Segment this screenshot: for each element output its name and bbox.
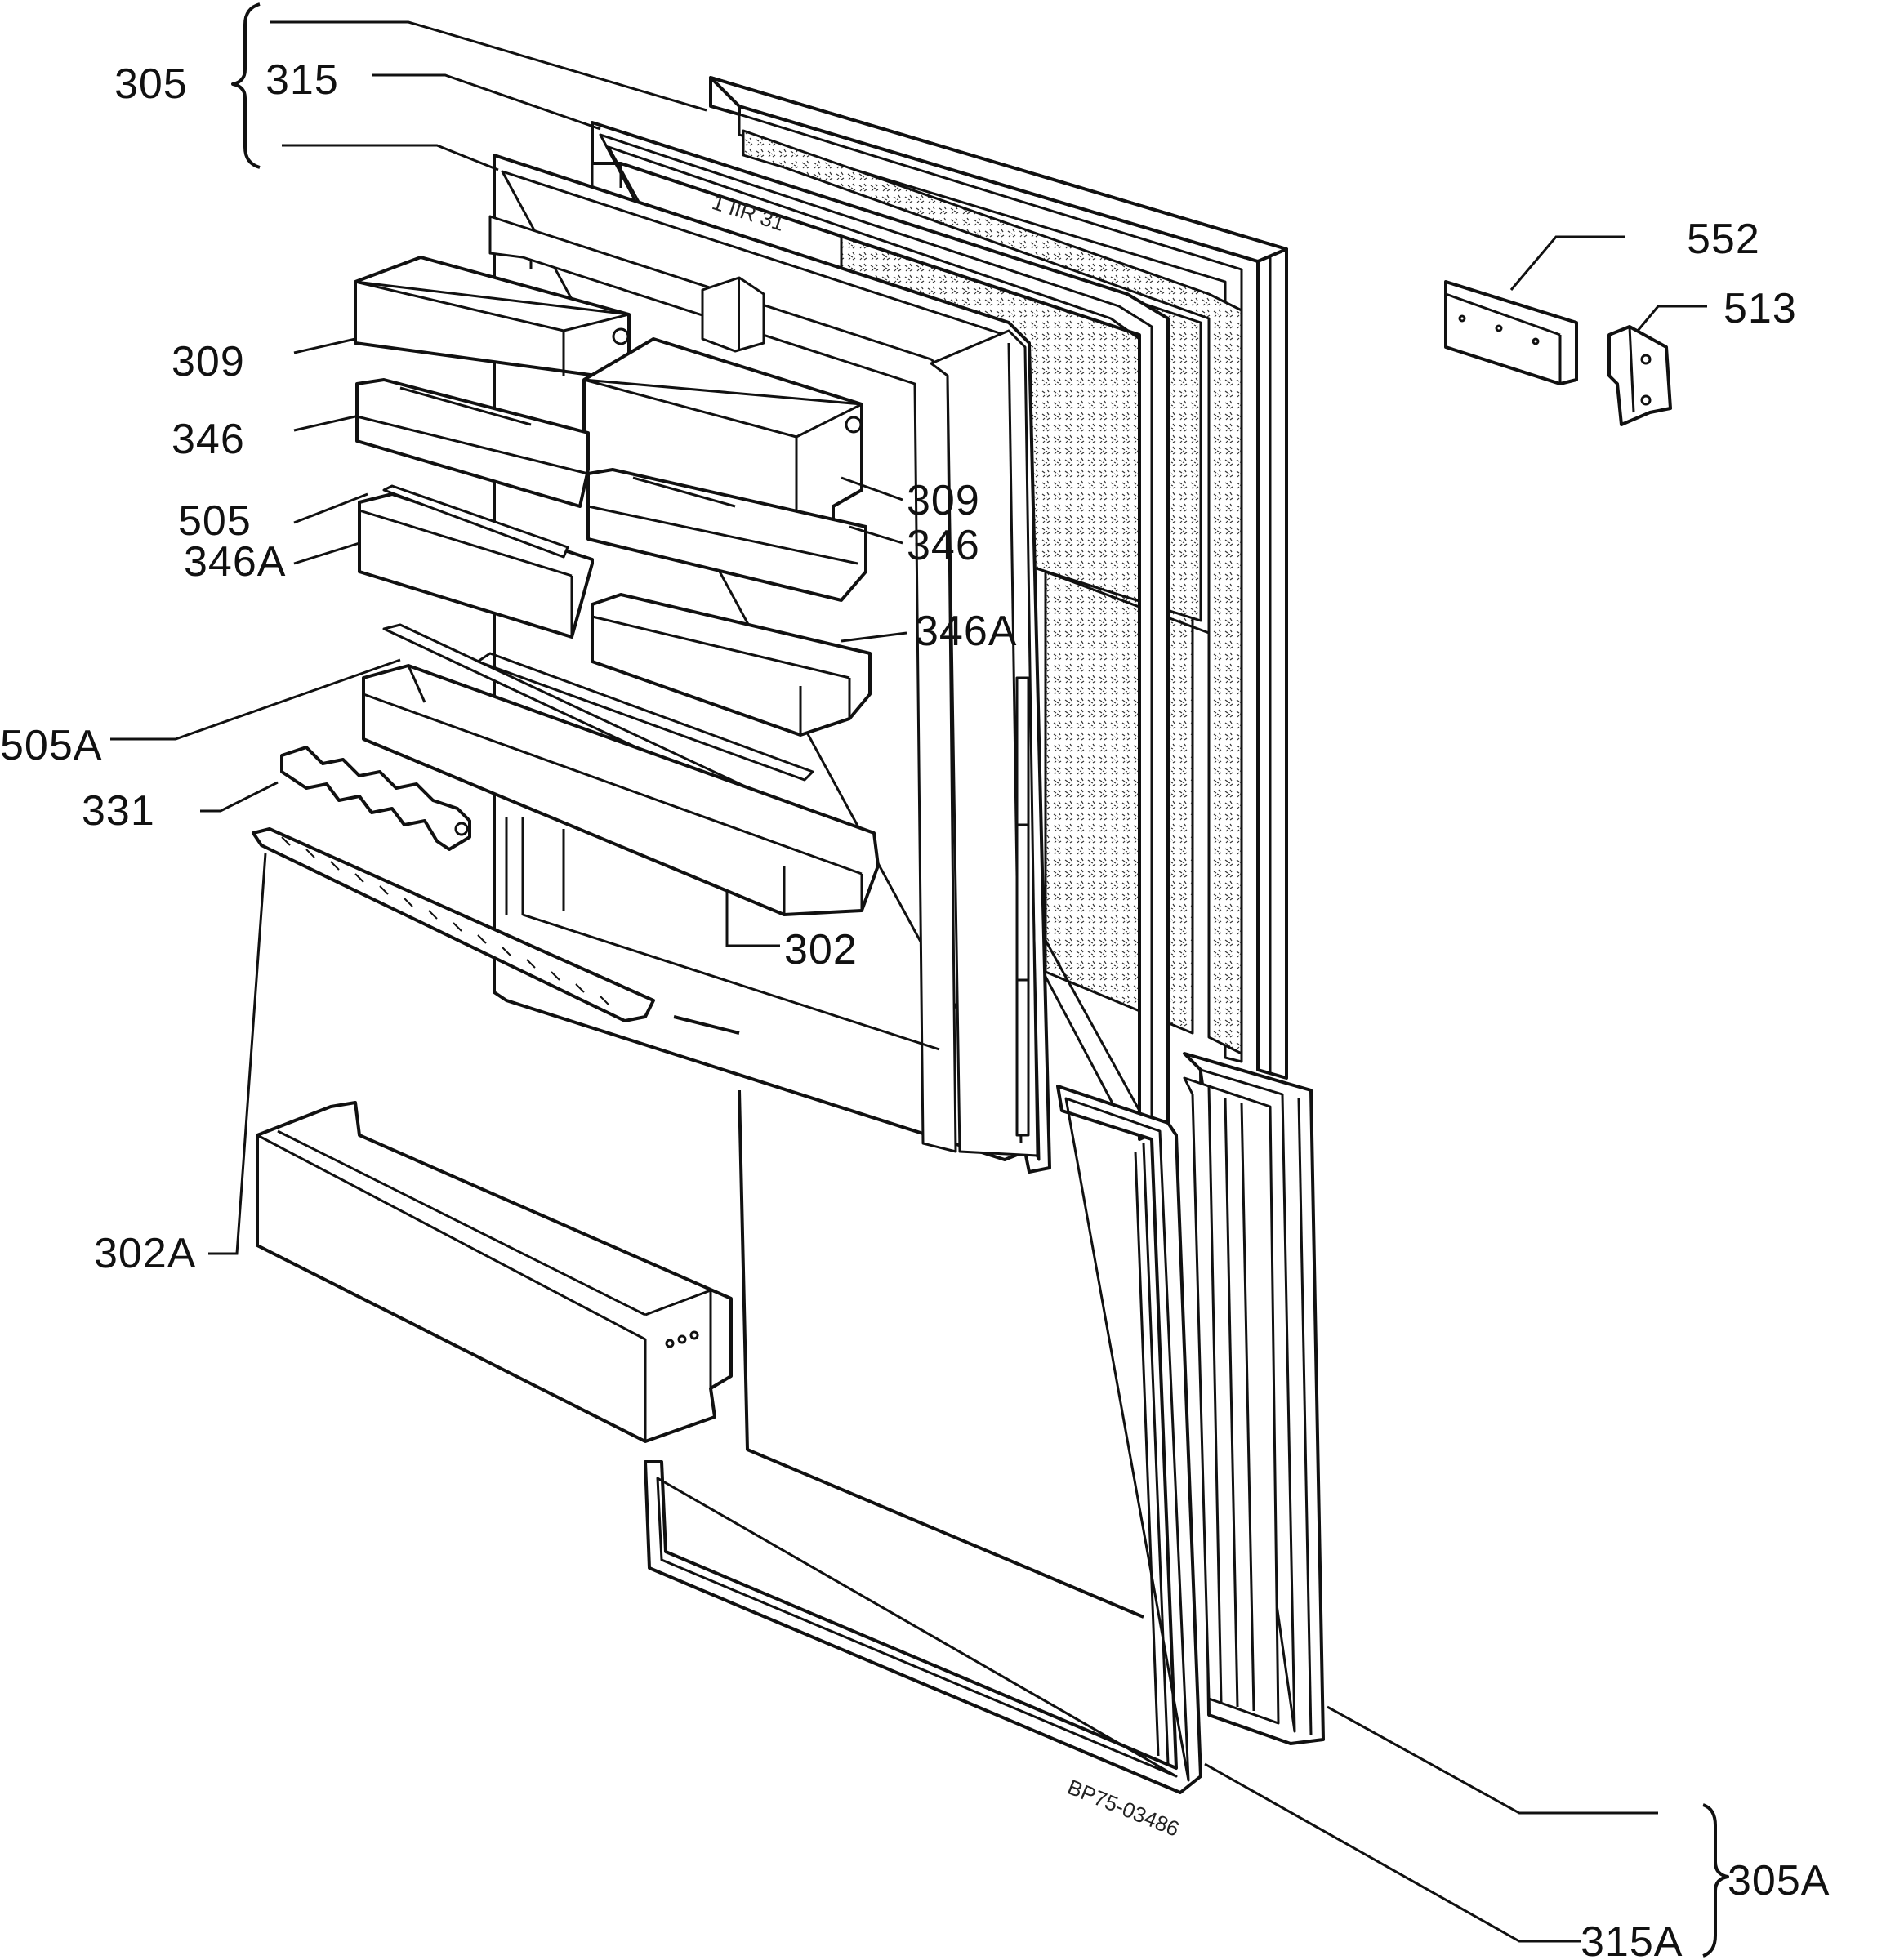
lower-door-inner-liner	[673, 1015, 1144, 1619]
label-346A-right: 346A	[915, 608, 1017, 655]
label-346-right: 346	[907, 522, 980, 569]
label-309-left: 309	[172, 338, 245, 385]
label-552: 552	[1687, 216, 1760, 263]
door-shelf-right	[591, 593, 872, 737]
label-505A: 505A	[0, 722, 102, 769]
egg-rack	[280, 746, 471, 851]
lower-door-outer-panel	[1183, 1052, 1325, 1745]
group-bracket-305A	[1702, 1803, 1729, 1958]
upper-door-outer-panel	[709, 76, 1288, 1080]
label-513: 513	[1723, 285, 1797, 332]
label-302A: 302A	[94, 1230, 196, 1277]
label-505: 505	[178, 497, 252, 545]
label-315A: 315A	[1581, 1918, 1683, 1960]
part-labels: 305 315 309 346 505 346A 309 346 346A 50…	[0, 56, 1830, 1960]
label-309-right: 309	[907, 477, 980, 524]
label-302: 302	[784, 926, 858, 973]
group-bracket-305	[231, 2, 261, 169]
box-lid-left	[355, 378, 590, 508]
hinge-plate	[1444, 280, 1578, 385]
long-door-shelf	[362, 623, 880, 916]
label-305A: 305A	[1728, 1857, 1830, 1904]
label-305: 305	[114, 60, 188, 108]
box-lid-right	[586, 468, 867, 602]
label-331: 331	[82, 787, 155, 835]
bottle-shelf	[256, 1101, 733, 1443]
bottle-retainer-rail	[252, 827, 655, 1022]
label-315: 315	[265, 56, 339, 104]
door-shelf-left	[358, 484, 594, 639]
label-346-left: 346	[172, 416, 245, 463]
label-346A-left: 346A	[184, 538, 286, 586]
hinge-bracket	[1607, 325, 1672, 426]
leader-lines	[110, 20, 1707, 1943]
